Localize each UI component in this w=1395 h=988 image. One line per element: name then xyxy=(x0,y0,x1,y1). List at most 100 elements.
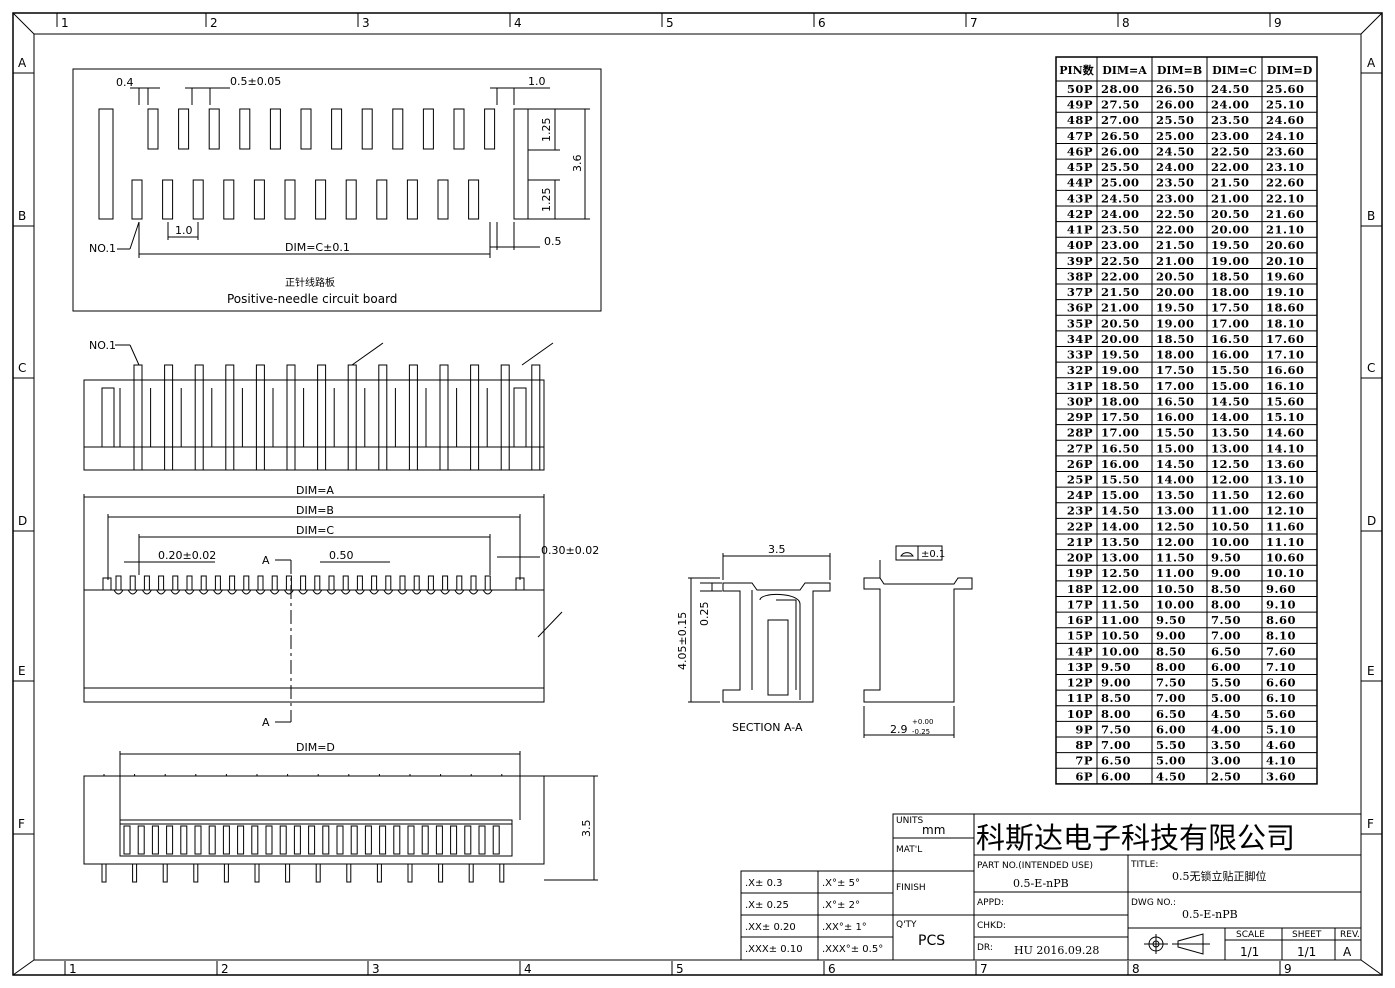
table-cell: 8.00 xyxy=(1211,597,1241,611)
table-cell: 23.50 xyxy=(1101,223,1140,237)
table-cell: 28.00 xyxy=(1101,82,1140,96)
table-cell: 26.00 xyxy=(1156,98,1195,112)
table-cell: 22.00 xyxy=(1211,160,1250,174)
dim-3.5-section: 3.5 xyxy=(768,543,786,556)
table-pin-count: 26P xyxy=(1067,457,1093,471)
table-pin-count: 18P xyxy=(1067,582,1093,596)
upper-pad xyxy=(269,108,281,150)
right-anchor-pad xyxy=(513,108,529,220)
front-pin-curve xyxy=(227,589,238,595)
table-pin-count: 42P xyxy=(1067,207,1093,221)
table-cell: 18.50 xyxy=(1156,332,1195,346)
bottom-contact xyxy=(450,825,458,855)
lower-pad-row xyxy=(131,179,480,220)
front-pin xyxy=(214,575,221,591)
top-view-board-pattern xyxy=(72,68,602,312)
frame-top-number: 8 xyxy=(1122,16,1130,30)
table-cell: 15.00 xyxy=(1156,441,1195,455)
table-cell: 17.00 xyxy=(1211,316,1250,330)
bottom-contact xyxy=(180,825,188,855)
side-pin xyxy=(225,364,235,471)
bottom-contact xyxy=(137,825,145,855)
table-cell: 12.50 xyxy=(1101,566,1140,580)
frame-bottom-number: 3 xyxy=(372,962,380,976)
bottom-contact xyxy=(421,825,429,855)
table-cell: 11.50 xyxy=(1156,551,1195,565)
table-cell: 6.00 xyxy=(1211,660,1241,674)
bottom-contact xyxy=(379,825,387,855)
front-pin-curve xyxy=(482,589,493,595)
dim-c: DIM=C±0.1 xyxy=(285,241,350,254)
table-cell: 9.50 xyxy=(1156,613,1186,627)
table-pin-count: 7P xyxy=(1075,754,1093,768)
lower-pad xyxy=(284,179,296,220)
bottom-contact xyxy=(279,825,287,855)
table-cell: 11.60 xyxy=(1266,519,1305,533)
bottom-contact xyxy=(194,825,202,855)
table-cell: 5.00 xyxy=(1156,754,1186,768)
table-cell: 10.10 xyxy=(1266,566,1305,580)
front-pin xyxy=(271,575,278,591)
table-cell: 19.50 xyxy=(1101,348,1140,362)
bottom-leg xyxy=(499,863,505,883)
table-cell: 15.50 xyxy=(1211,363,1250,377)
front-pin-curve xyxy=(198,589,209,595)
table-cell: 20.50 xyxy=(1211,207,1250,221)
table-cell: 13.50 xyxy=(1101,535,1140,549)
bottom-contact xyxy=(407,825,415,855)
table-cell: 22.50 xyxy=(1156,207,1195,221)
table-pin-count: 33P xyxy=(1067,348,1093,362)
frame-left-letter: A xyxy=(18,56,27,70)
table-cell: 10.60 xyxy=(1266,551,1305,565)
table-cell: 7.00 xyxy=(1211,629,1241,643)
frame-bottom-number: 1 xyxy=(69,962,77,976)
table-cell: 5.00 xyxy=(1211,691,1241,705)
bottom-leg xyxy=(162,863,168,883)
table-pin-count: 17P xyxy=(1067,597,1093,611)
front-pin-curve xyxy=(113,589,124,595)
front-pin-curve xyxy=(340,589,351,595)
bottom-contact xyxy=(123,825,131,855)
table-pin-count: 32P xyxy=(1067,363,1093,377)
bottom-contact xyxy=(166,825,174,855)
table-cell: 21.50 xyxy=(1101,285,1140,299)
table-pin-count: 19P xyxy=(1067,566,1093,580)
dim-0.50: 0.50 xyxy=(329,549,354,562)
frame-left-letter: F xyxy=(18,817,25,831)
dim-c-front: DIM=C xyxy=(296,524,334,537)
tol-minus: -0.25 xyxy=(912,728,930,736)
table-cell: 14.00 xyxy=(1101,519,1140,533)
table-pin-count: 44P xyxy=(1067,176,1093,190)
table-cell: 9.60 xyxy=(1266,582,1296,596)
table-cell: 20.50 xyxy=(1156,269,1195,283)
dwg-value: 0.5-E-nPB xyxy=(1182,908,1238,921)
table-cell: 23.10 xyxy=(1266,160,1305,174)
table-cell: 11.00 xyxy=(1156,566,1195,580)
lower-pad xyxy=(162,179,174,220)
table-cell: 18.00 xyxy=(1101,394,1140,408)
front-pin xyxy=(413,575,420,591)
table-pin-count: 41P xyxy=(1067,223,1093,237)
tolerance-text: .X± 0.3.X°± 5°.X± 0.25.X°± 2°.XX± 0.20.X… xyxy=(745,878,883,955)
flatness-tolerance: ±0.1 xyxy=(921,549,945,560)
table-pin-count: 16P xyxy=(1067,613,1093,627)
table-cell: 8.50 xyxy=(1101,691,1131,705)
dim-3.5-bottom: 3.5 xyxy=(580,820,593,838)
table-pin-count: 23P xyxy=(1067,504,1093,518)
table-cell: 17.00 xyxy=(1101,426,1140,440)
table-cell: 19.60 xyxy=(1266,269,1305,283)
table-cell: 14.50 xyxy=(1101,504,1140,518)
table-cell: 20.10 xyxy=(1266,254,1305,268)
bottom-contact xyxy=(336,825,344,855)
front-pin xyxy=(129,575,136,591)
table-cell: 18.60 xyxy=(1266,301,1305,315)
table-cell: 9.10 xyxy=(1266,597,1296,611)
left-anchor-pad xyxy=(98,108,114,220)
table-cell: 6.60 xyxy=(1266,676,1296,690)
table-cell: 6.00 xyxy=(1156,722,1186,736)
angular-tolerance: .X°± 2° xyxy=(822,900,860,911)
front-pin-curve xyxy=(269,589,280,595)
table-cell: 4.60 xyxy=(1266,738,1296,752)
lower-pad xyxy=(192,179,204,220)
